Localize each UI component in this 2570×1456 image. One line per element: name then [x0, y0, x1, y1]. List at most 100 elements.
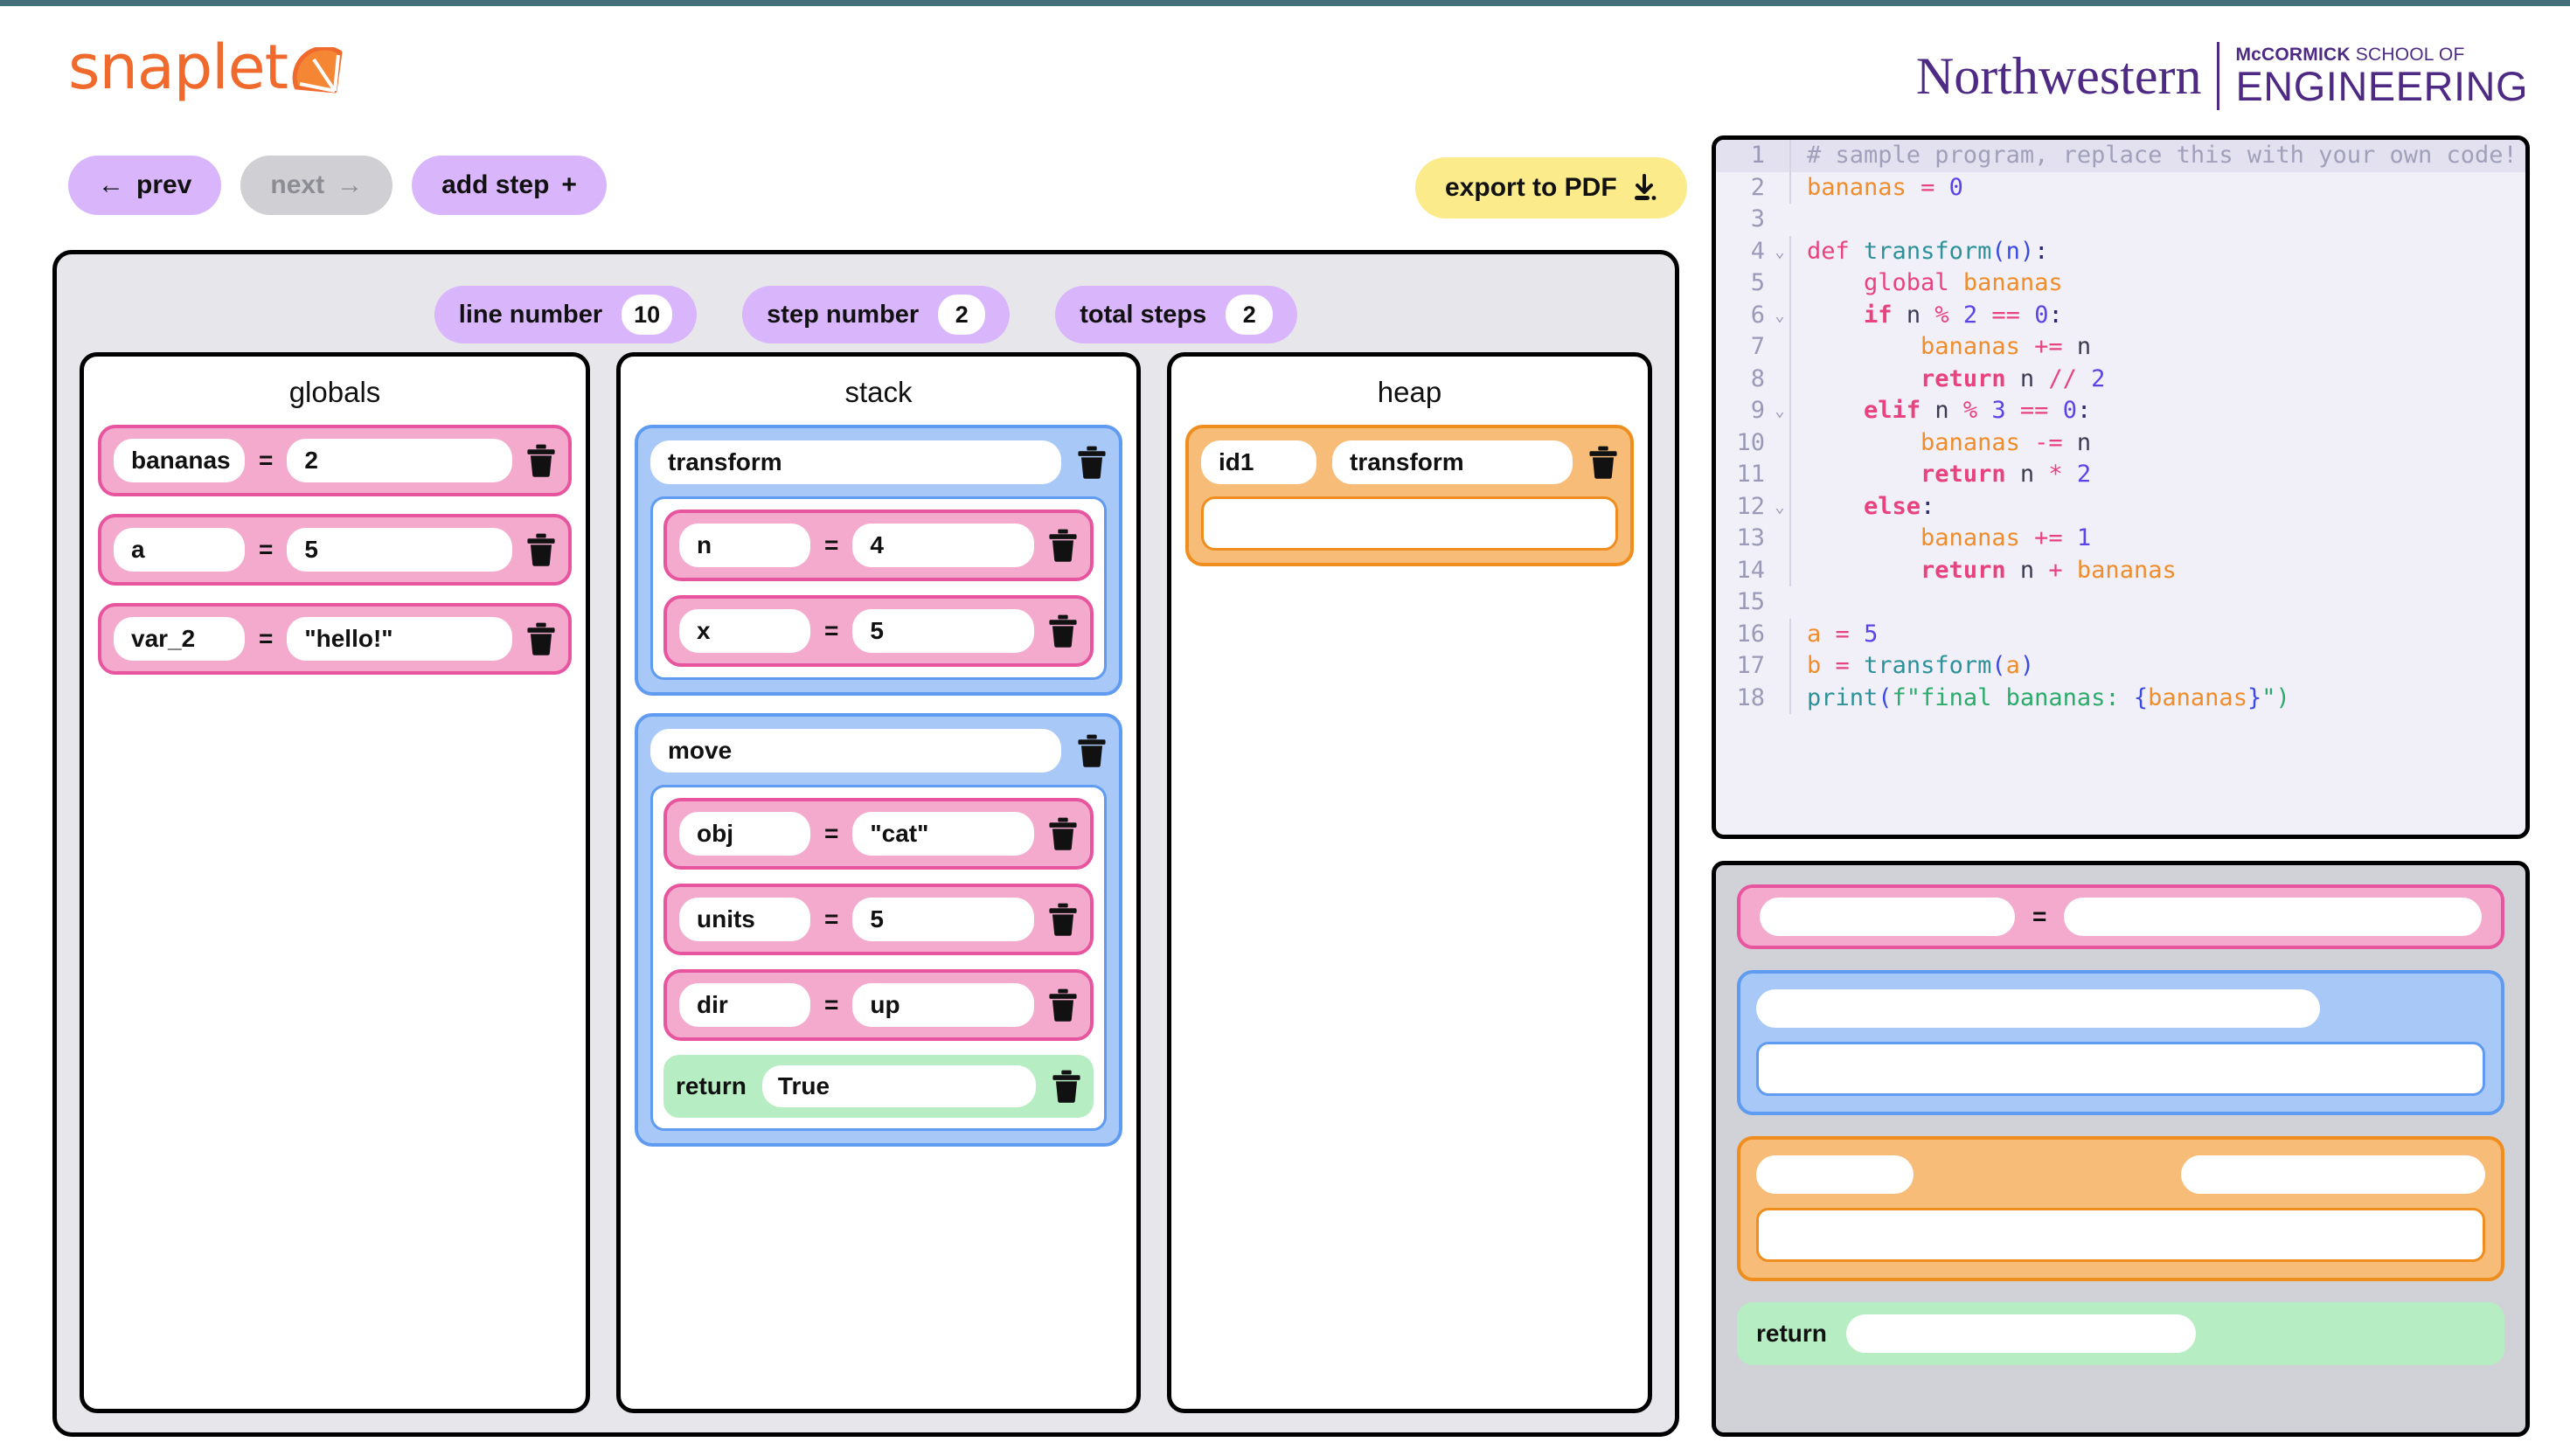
code-token: n	[2076, 428, 2092, 456]
variable-value-input[interactable]: up	[852, 983, 1034, 1027]
code-token: a	[2005, 652, 2020, 679]
variable-name-input[interactable]: obj	[679, 812, 810, 856]
code-line[interactable]: 6⌄ if n % 2 == 0:	[1716, 299, 2525, 331]
variable-name-input[interactable]: x	[679, 609, 810, 653]
code-line[interactable]: 13 bananas += 1	[1716, 523, 2525, 555]
code-line[interactable]: 15	[1716, 586, 2525, 619]
code-line[interactable]: 11 return n * 2	[1716, 459, 2525, 491]
palette-heap-header	[1756, 1155, 2485, 1194]
export-to-pdf-button[interactable]: export to PDF	[1415, 157, 1687, 218]
heap-object-type-input[interactable]: transform	[1332, 440, 1573, 484]
palette-frame-name-slot[interactable]	[1756, 989, 2320, 1028]
palette-heap-body-slot[interactable]	[1756, 1208, 2485, 1262]
code-token: *	[2048, 461, 2063, 488]
delete-icon[interactable]	[1048, 614, 1078, 648]
code-line[interactable]: 4⌄def transform(n):	[1716, 235, 2525, 267]
palette-return-block[interactable]: return	[1737, 1302, 2504, 1365]
code-line[interactable]: 1# sample program, replace this with you…	[1716, 140, 2525, 172]
next-button[interactable]: next →	[240, 156, 393, 215]
variable-name-input[interactable]: var_2	[114, 617, 245, 661]
palette-heap-type-slot[interactable]	[2181, 1155, 2485, 1194]
stack-frame-name-input[interactable]: transform	[650, 440, 1061, 484]
frame-var-row[interactable]: dir = up	[663, 969, 1094, 1041]
palette-return-value-slot[interactable]	[1845, 1314, 2196, 1353]
frame-var-row[interactable]: units = 5	[663, 884, 1094, 955]
frame-var-row[interactable]: n = 4	[663, 510, 1094, 581]
code-line[interactable]: 12⌄ else:	[1716, 490, 2525, 523]
frame-return-row[interactable]: return True	[663, 1055, 1094, 1118]
delete-icon[interactable]	[1048, 988, 1078, 1022]
delete-icon[interactable]	[526, 533, 556, 566]
delete-icon[interactable]	[1048, 903, 1078, 936]
badge-line-number: line number 10	[434, 286, 698, 343]
palette-variable-value-slot[interactable]	[2064, 898, 2482, 936]
delete-icon[interactable]	[1048, 817, 1078, 850]
chevron-down-icon[interactable]: ⌄	[1775, 496, 1785, 517]
code-token: ==	[2019, 397, 2049, 424]
heap-object[interactable]: id1 transform	[1185, 425, 1634, 566]
code-line[interactable]: 14 return n + bananas	[1716, 554, 2525, 586]
chevron-down-icon[interactable]: ⌄	[1775, 401, 1785, 420]
add-step-button[interactable]: add step +	[412, 156, 607, 215]
palette-frame-block[interactable]	[1737, 970, 2504, 1115]
block-palette-panel: = return	[1712, 861, 2530, 1437]
palette-variable-name-slot[interactable]	[1760, 898, 2015, 936]
code-line[interactable]: 5 global bananas	[1716, 267, 2525, 300]
stack-frame-name-input[interactable]: move	[650, 729, 1061, 773]
delete-icon[interactable]	[526, 622, 556, 655]
variable-name-input[interactable]: units	[679, 898, 810, 941]
delete-icon[interactable]	[1588, 446, 1618, 479]
variable-value-input[interactable]: "hello!"	[287, 617, 512, 661]
memory-columns: globals bananas = 2 a = 5	[80, 352, 1652, 1413]
code-token: //	[2048, 364, 2077, 392]
code-token: a	[1807, 620, 1822, 648]
badge-total-steps: total steps 2	[1055, 286, 1298, 343]
code-editor-panel[interactable]: 1# sample program, replace this with you…	[1712, 135, 2530, 839]
variable-value-input[interactable]: 5	[852, 898, 1034, 941]
return-value-input[interactable]: True	[761, 1065, 1036, 1107]
stack-frame[interactable]: transform n = 4 x	[635, 425, 1122, 696]
delete-icon[interactable]	[1077, 446, 1107, 479]
code-line[interactable]: 8 return n // 2	[1716, 363, 2525, 395]
heap-object-id-input[interactable]: id1	[1201, 440, 1316, 484]
global-var-row[interactable]: var_2 = "hello!"	[98, 603, 572, 675]
frame-var-row[interactable]: obj = "cat"	[663, 798, 1094, 870]
variable-value-input[interactable]: 2	[287, 439, 512, 482]
variable-name-input[interactable]: n	[679, 523, 810, 567]
delete-icon[interactable]	[1048, 529, 1078, 562]
stack-frame[interactable]: move obj = "cat" units	[635, 713, 1122, 1147]
code-line[interactable]: 7 bananas += n	[1716, 331, 2525, 364]
code-line[interactable]: 3	[1716, 204, 2525, 236]
palette-heap-block[interactable]	[1737, 1136, 2504, 1281]
code-line[interactable]: 10 bananas -= n	[1716, 426, 2525, 459]
delete-icon[interactable]	[1077, 734, 1107, 767]
prev-button[interactable]: ← prev	[68, 156, 222, 215]
variable-name-input[interactable]: bananas	[114, 439, 245, 482]
variable-name-input[interactable]: a	[114, 528, 245, 572]
global-var-row[interactable]: a = 5	[98, 514, 572, 586]
code-token: +	[2048, 556, 2063, 584]
variable-value-input[interactable]: 4	[852, 523, 1034, 567]
chevron-down-icon[interactable]: ⌄	[1775, 305, 1785, 325]
variable-name-input[interactable]: dir	[679, 983, 810, 1027]
frame-var-row[interactable]: x = 5	[663, 595, 1094, 667]
code-lines-container[interactable]: 1# sample program, replace this with you…	[1716, 140, 2525, 714]
delete-icon[interactable]	[1052, 1070, 1081, 1103]
heap-object-contents[interactable]	[1201, 496, 1618, 551]
delete-icon[interactable]	[526, 444, 556, 477]
palette-frame-body-slot[interactable]	[1756, 1042, 2485, 1096]
variable-value-input[interactable]: "cat"	[852, 812, 1034, 856]
variable-value-input[interactable]: 5	[852, 609, 1034, 653]
global-var-row[interactable]: bananas = 2	[98, 425, 572, 496]
code-token	[1807, 557, 1921, 584]
northwestern-wordmark: Northwestern	[1915, 47, 2202, 105]
variable-value-input[interactable]: 5	[287, 528, 512, 572]
code-line[interactable]: 9⌄ elif n % 3 == 0:	[1716, 395, 2525, 427]
chevron-down-icon[interactable]: ⌄	[1775, 241, 1785, 261]
palette-heap-id-slot[interactable]	[1756, 1155, 1914, 1194]
palette-variable-block[interactable]: =	[1737, 884, 2504, 949]
